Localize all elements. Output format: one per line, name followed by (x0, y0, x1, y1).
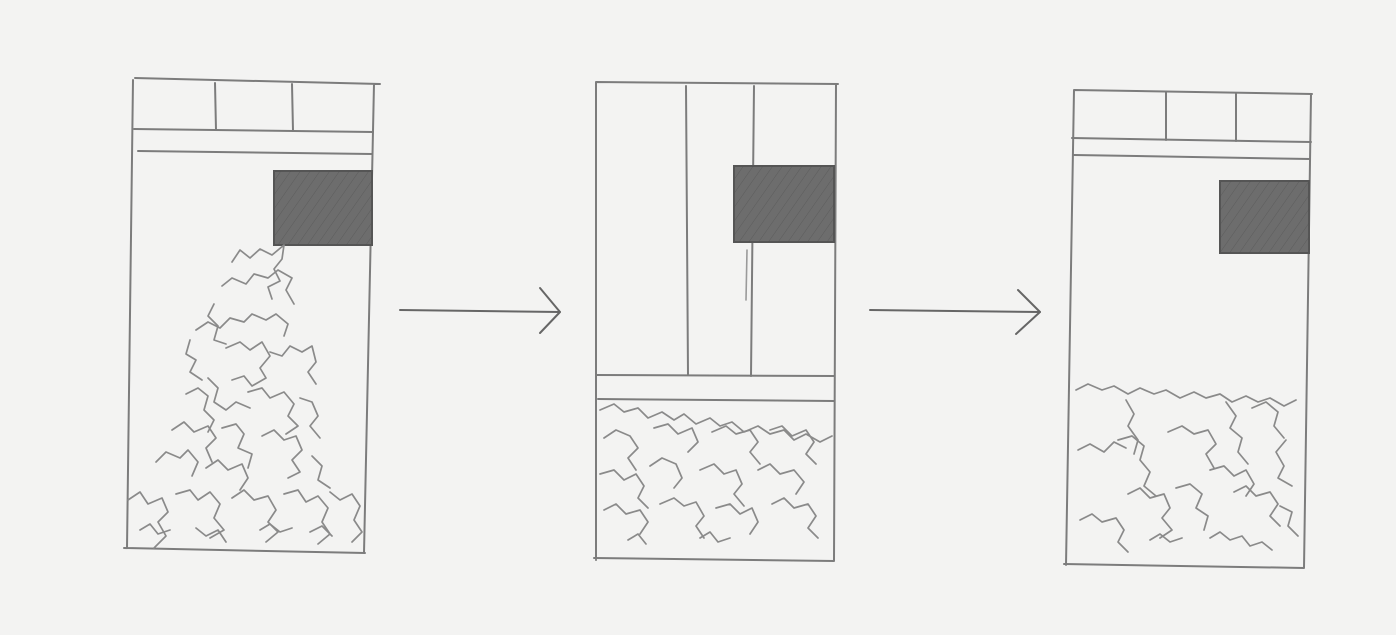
stage-1-dark-block (274, 171, 372, 245)
stage-2-dark-block (734, 166, 834, 242)
stage-2-panel (594, 82, 838, 561)
arrow-1-icon (400, 288, 560, 333)
stage-2-debris-layer (600, 404, 832, 544)
stage-3-debris-layer (1076, 384, 1298, 552)
stage-3-frame (1064, 90, 1312, 568)
stage-2-floor-band (596, 375, 834, 401)
stage-2-frame (594, 82, 838, 561)
stage-1-header-grid (134, 83, 373, 154)
arrow-2-icon (870, 290, 1040, 334)
stage-1-panel (124, 78, 380, 553)
stage-3-header-grid (1072, 92, 1311, 159)
stage-3-panel (1064, 90, 1312, 568)
stage-1-debris-pile (128, 245, 362, 548)
stage-1-frame (124, 78, 380, 553)
stage-3-dark-block (1220, 181, 1309, 253)
